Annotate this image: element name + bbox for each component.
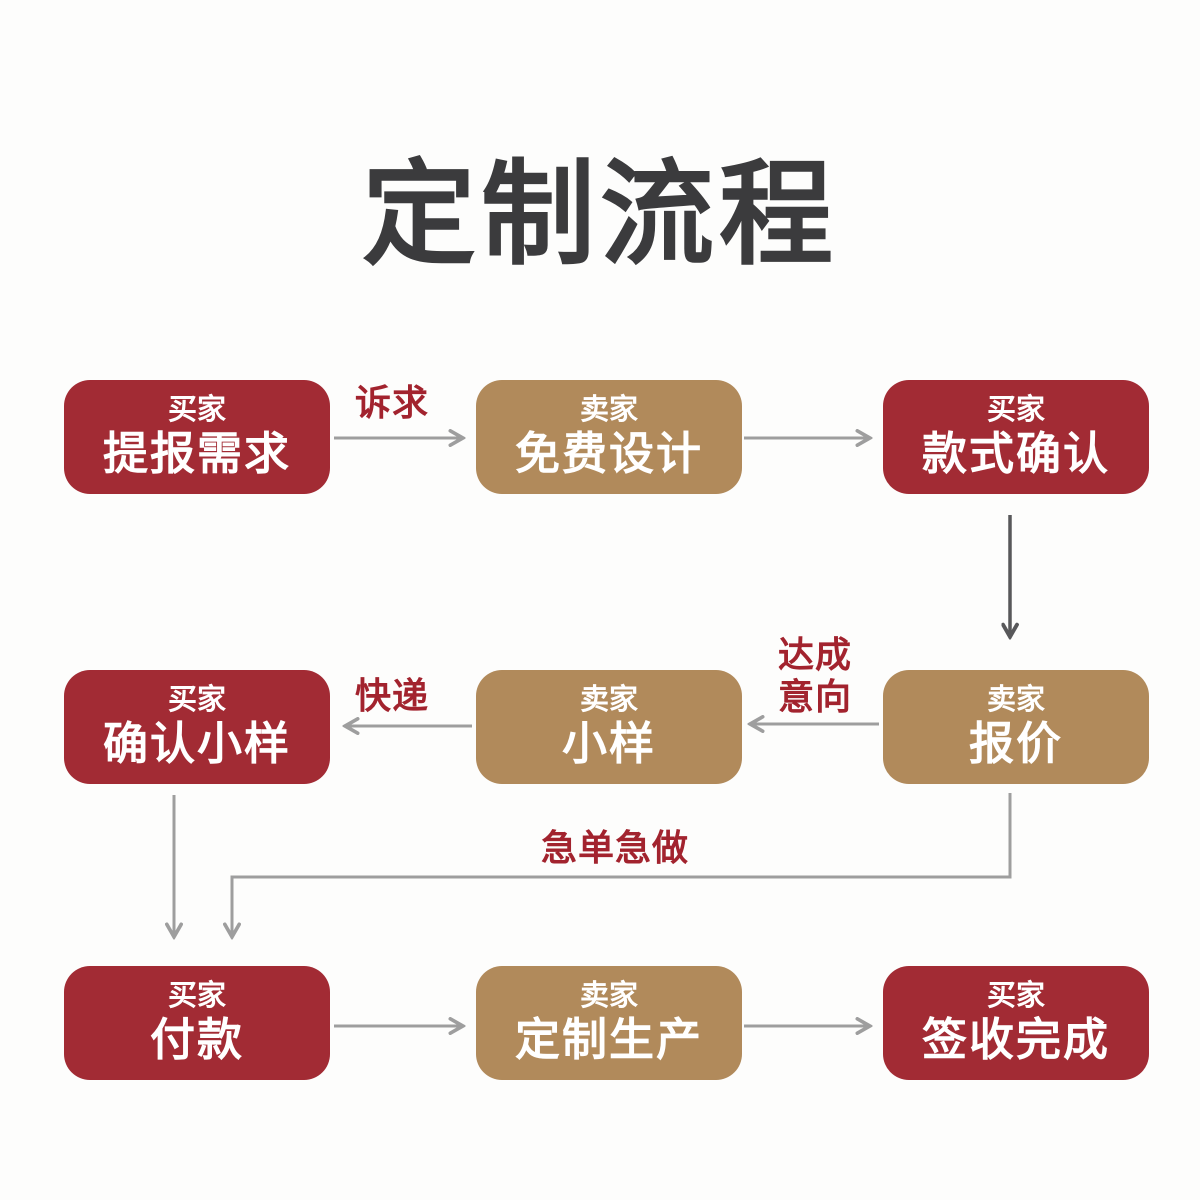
node-label: 免费设计	[514, 427, 703, 479]
node-role: 买家	[986, 394, 1045, 427]
page-title: 定制流程	[361, 152, 838, 279]
node-seller-custom-production: 卖家 定制生产	[476, 966, 742, 1080]
edge-quote-urgent-to-payment	[232, 793, 1012, 936]
node-label: 确认小样	[102, 717, 291, 769]
node-seller-sample: 卖家 小样	[476, 670, 742, 784]
node-role: 卖家	[579, 394, 638, 427]
edge-label-express: 快递	[354, 675, 429, 716]
node-label: 报价	[968, 717, 1063, 769]
node-label: 定制生产	[514, 1013, 703, 1065]
edge-label-urgent-order: 急单急做	[540, 827, 689, 868]
node-label: 付款	[149, 1013, 244, 1065]
node-buyer-confirm-sample: 买家 确认小样	[64, 670, 330, 784]
node-role: 卖家	[986, 684, 1045, 717]
node-role: 买家	[167, 394, 226, 427]
node-label: 提报需求	[102, 427, 291, 479]
edge-label-demand: 诉求	[354, 382, 429, 423]
node-role: 买家	[167, 684, 226, 717]
edge-label-reach-agreement: 达成 意向	[777, 634, 852, 718]
node-role: 卖家	[579, 980, 638, 1013]
node-role: 买家	[986, 980, 1045, 1013]
node-seller-quote: 卖家 报价	[883, 670, 1149, 784]
node-role: 卖家	[579, 684, 638, 717]
node-label: 小样	[561, 717, 656, 769]
node-label: 款式确认	[921, 427, 1110, 479]
node-label: 签收完成	[921, 1013, 1110, 1065]
node-seller-free-design: 卖家 免费设计	[476, 380, 742, 494]
node-buyer-style-confirmation: 买家 款式确认	[883, 380, 1149, 494]
node-buyer-payment: 买家 付款	[64, 966, 330, 1080]
node-role: 买家	[167, 980, 226, 1013]
node-buyer-sign-complete: 买家 签收完成	[883, 966, 1149, 1080]
node-buyer-submit-requirements: 买家 提报需求	[64, 380, 330, 494]
